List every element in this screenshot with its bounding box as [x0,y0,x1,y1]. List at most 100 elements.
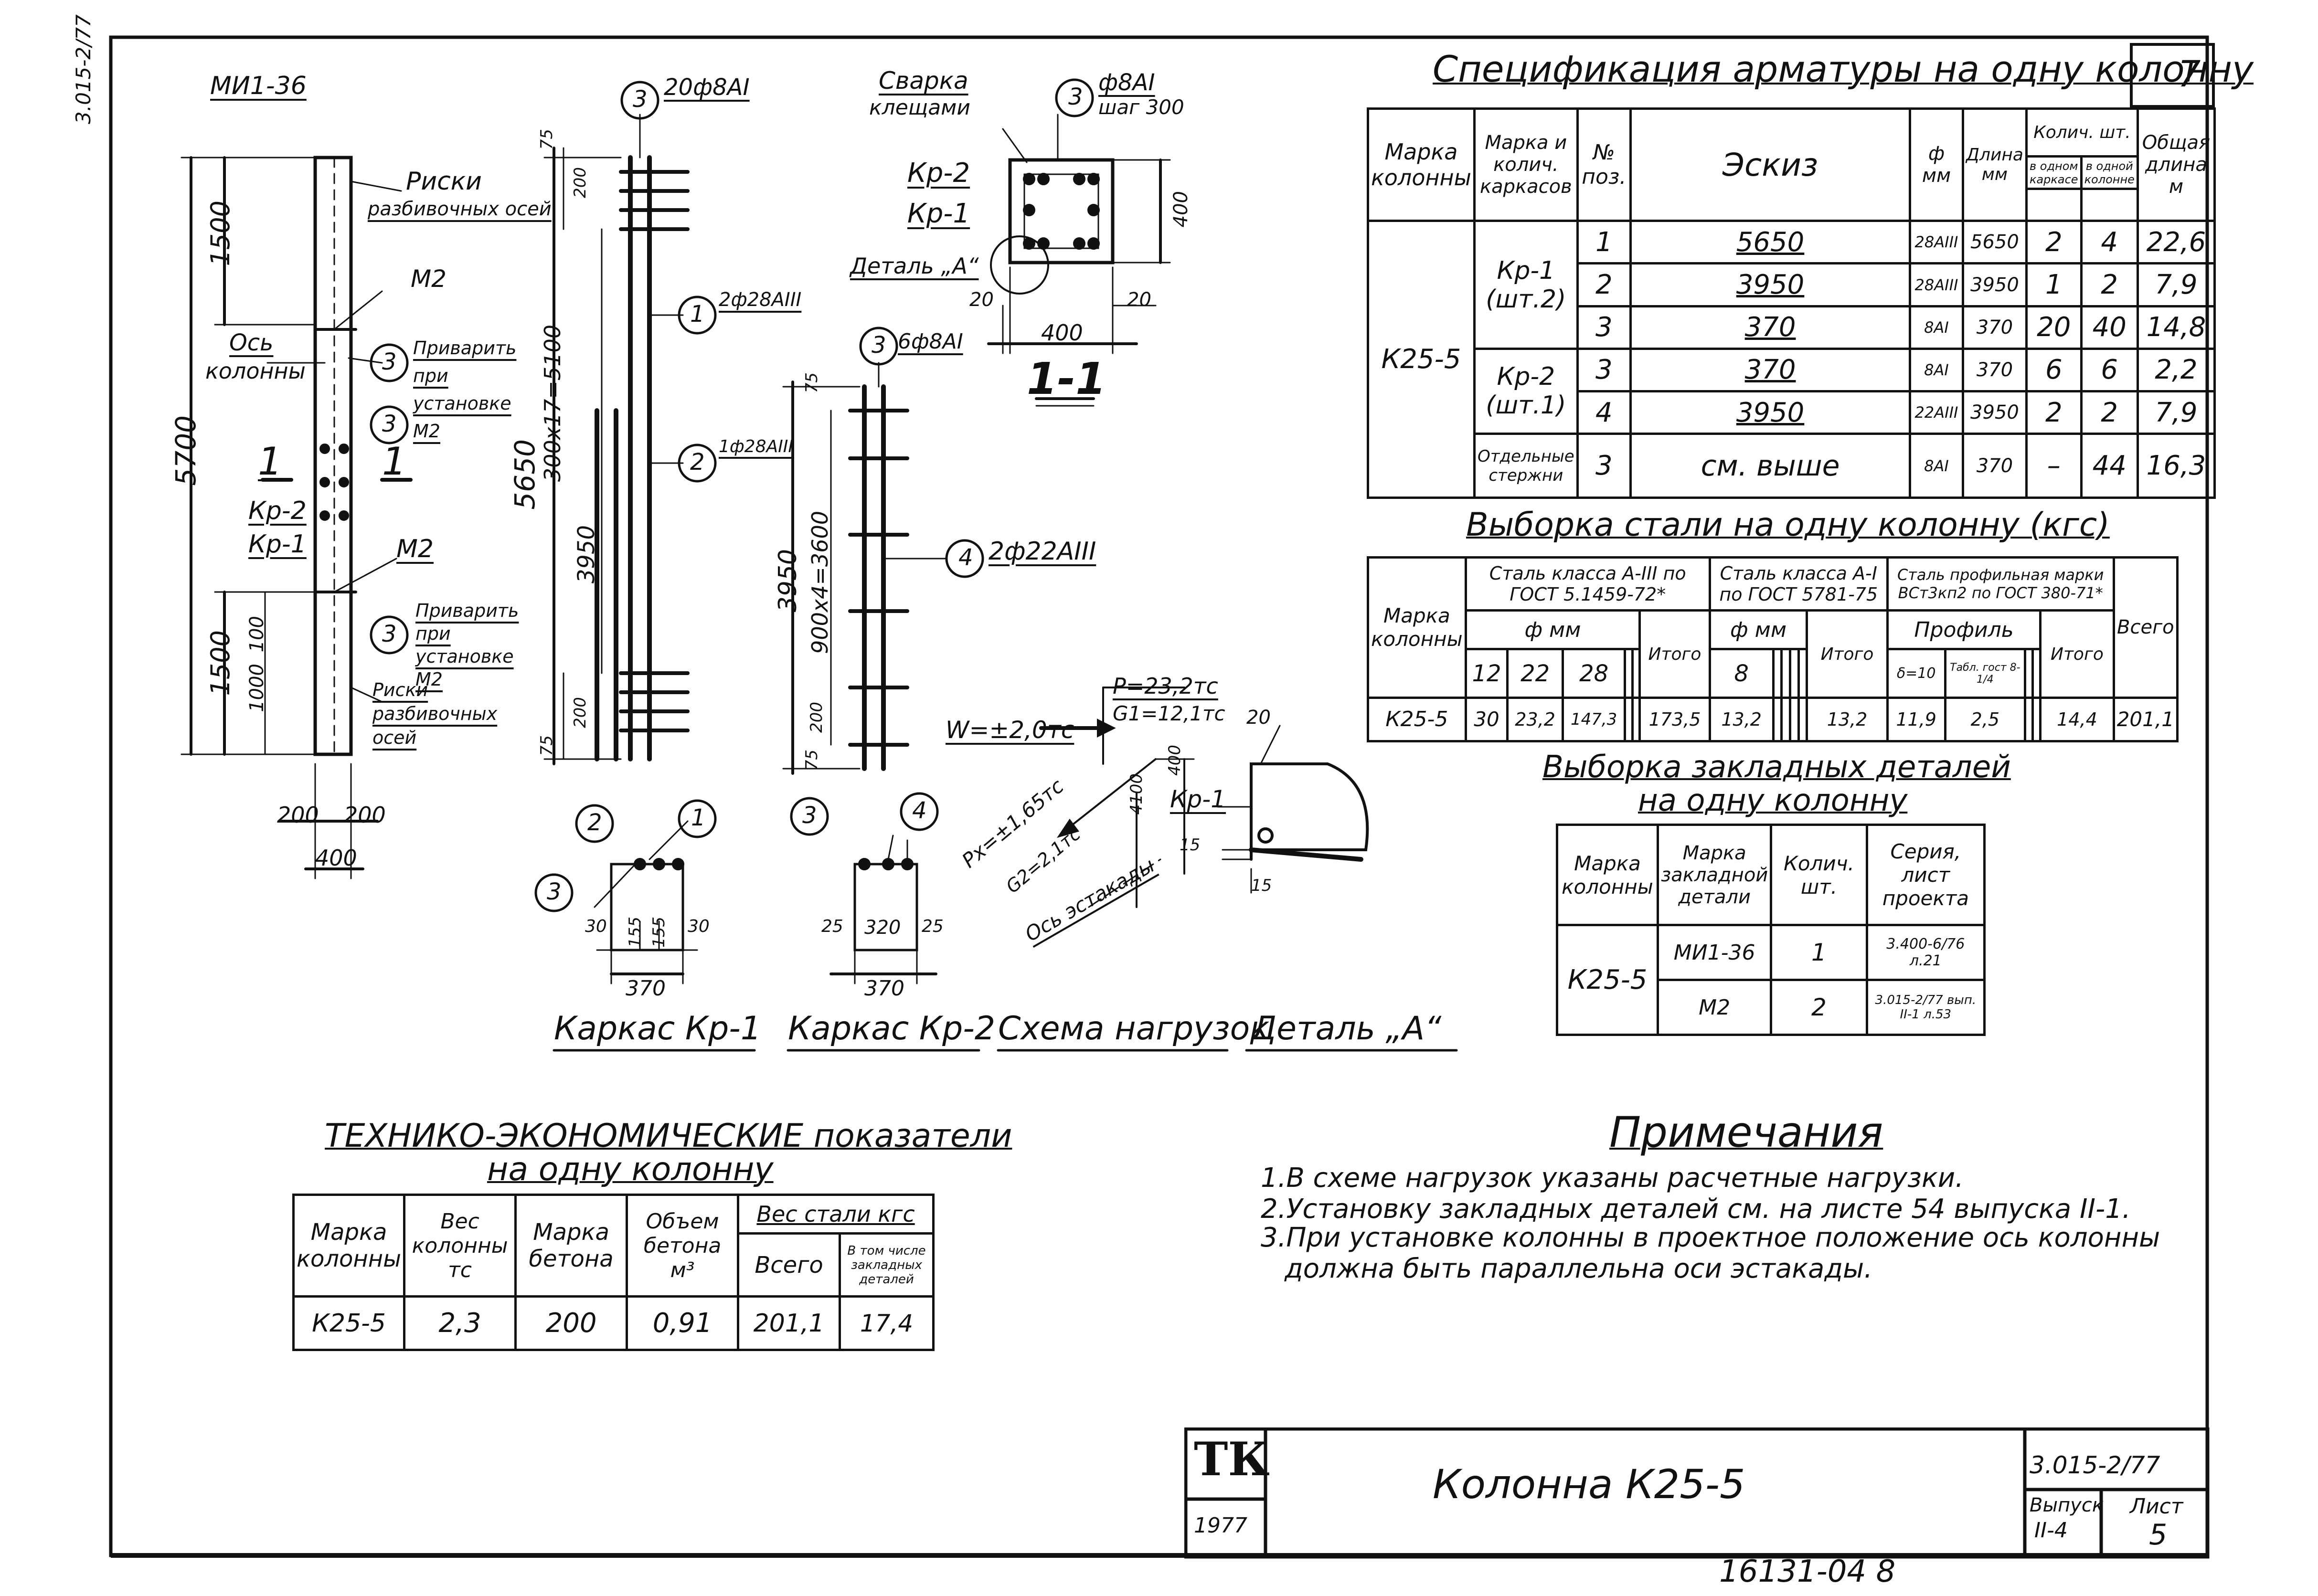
note-1: 1.В схеме нагрузок указаны расчетные наг… [1261,1163,1964,1194]
spec-h-sketch: Эскиз [1629,107,1912,222]
dim-370a: 370 [626,976,666,1001]
dim-5650: 5650 [509,439,541,510]
dim-20a: 20 [969,289,994,311]
label-detA: Деталь „А“ [850,253,979,279]
spec-h-pos: № поз. [1576,107,1632,222]
callout-2-b: 2 [587,809,602,836]
label-shag: шаг 300 [1098,95,1184,119]
spec-h-total: Общая длина м [2136,107,2216,222]
dim-3950a: 3950 [573,525,600,584]
tech-title-1: ТЕХНИКО-ЭКОНОМИЧЕСКИЕ показатели [325,1117,1012,1155]
section-mark-1a: 1 [258,439,282,484]
dim-1000: 1000 [246,664,268,712]
callout-3-e: 3 [802,802,817,829]
tb-series: 3.015-2/77 [2030,1451,2160,1479]
dim-20b: 20 [1127,289,1151,311]
dim-25b: 25 [922,917,944,936]
frame-kr1 [543,114,690,765]
dim-30b: 30 [688,917,710,936]
tk-logo: ТК [1194,1432,1270,1486]
load-scheme [1039,687,1195,908]
spec-group-kr2: Кр-2 (шт.1) [1473,347,1579,435]
det-20: 20 [1246,707,1271,729]
label-mi: МИ1-36 [210,72,307,100]
dim-900x4: 900х4=3600 [807,511,833,654]
tb-list: 5 [2149,1518,2168,1552]
spec-h-marka: Марка колонны [1367,107,1476,222]
spec-h-qty-frame: в одном каркасе [2025,155,2083,190]
load-g1: G1=12,1тс [1113,702,1225,725]
spec-h-len: Длина мм [1961,107,2028,222]
title-block-frame [1184,1427,2210,1559]
label-kr2: Кр-2 [248,497,307,525]
label-m2a: М2 [411,265,447,293]
spec-column-mark: К25-5 [1367,220,1476,499]
frame-kr2-section-callouts [790,792,939,836]
frame-kr1-callouts [620,81,717,483]
tb-list-label: Лист [2130,1494,2183,1519]
dim-75d: 75 [802,750,821,771]
label-riski2: Риски разбивочных осей [372,679,498,748]
dim-75b: 75 [537,735,556,756]
label-kr1-sec: Кр-1 [907,198,970,229]
callout-2: 2 [690,449,705,476]
dim-1500a: 1500 [205,201,235,266]
callout-3-sec: 3 [1068,84,1083,110]
steel-h-vsego: Всего [2112,556,2179,699]
label-f8: ф8АI [1098,69,1155,96]
spec-h-marka-kark: Марка и колич. каркасов [1473,107,1579,222]
label-kolonny: колонны [205,358,306,384]
dim-200-kr1b: 200 [571,697,590,728]
callout-4: 4 [958,544,973,571]
spec-group-kr1: Кр-1 (шт.2) [1473,220,1579,350]
label-6f8: 6ф8АI [898,329,963,354]
tb-vypusk-label: Выпуск [2030,1494,2104,1516]
spec-group-sep: Отдельные стержни [1473,433,1579,499]
label-riski1b: разбивочных осей [368,198,552,220]
dim-370b: 370 [864,976,904,1001]
dim-200-kr2: 200 [807,702,826,733]
caption-kr1: Каркас Кр-1 [554,1010,762,1047]
dim-3950b: 3950 [774,549,802,613]
dim-5700: 5700 [170,415,202,486]
load-400: 400 [1165,745,1184,776]
tech-title-2: на одну колонну [487,1151,774,1188]
label-1f28: 1ф28АIII [719,437,793,456]
steel-h-a3: Сталь класса А-III по ГОСТ 5.1459-72* [1464,556,1711,612]
det-kr1: Кр-1 [1170,785,1226,813]
frame-kr2-callouts [859,327,984,578]
spec-table: Марка колонны Марка и колич. каркасов № … [1367,107,2216,499]
label-2f28: 2ф28АIII [719,289,802,311]
spec-sheet-no: 7 [2178,53,2201,95]
note-2: 2.Установку закладных деталей см. на лис… [1261,1194,2131,1225]
section-callouts [1055,78,1094,117]
tb-year: 1977 [1194,1513,1247,1538]
callout-1-b: 1 [691,804,706,831]
embed-title-2: на одну колонну [1638,783,1908,818]
section-title-11: 1-1 [1027,353,1106,404]
det-15a: 15 [1180,835,1201,855]
label-riski1: Риски [406,167,482,196]
embed-title-1: Выборка закладных деталей [1542,750,2011,785]
callout-3-c: 3 [382,621,397,647]
load-w: W=±2,0тс [946,716,1074,744]
dim-75a: 75 [537,129,556,150]
spec-h-qty-col: в одной колонне [2080,155,2139,190]
column-elevation [181,156,413,879]
label-privarit1: Приварить при установке М2 [413,338,517,442]
callout-3-kr2: 3 [872,332,886,359]
embed-table: Марка колонны Марка закладной детали Кол… [1556,824,1986,1036]
caption-loads: Схема нагрузок [998,1010,1270,1047]
load-4100: 4100 [1127,773,1146,815]
steel-h-profile: Сталь профильная марки ВСт3кп2 по ГОСТ 3… [1886,556,2115,612]
frame-kr1-section [594,820,698,984]
steel-h-marka: Марка колонны [1367,556,1467,699]
tb-name: Колонна К25-5 [1433,1461,1745,1508]
frame-kr2-section [829,835,937,984]
label-m2b: М2 [396,535,434,563]
frame-kr2 [782,362,946,775]
dim-400c: 400 [1041,320,1083,346]
label-20f8: 20ф8АI [664,74,750,101]
section-1-1 [987,114,1171,407]
